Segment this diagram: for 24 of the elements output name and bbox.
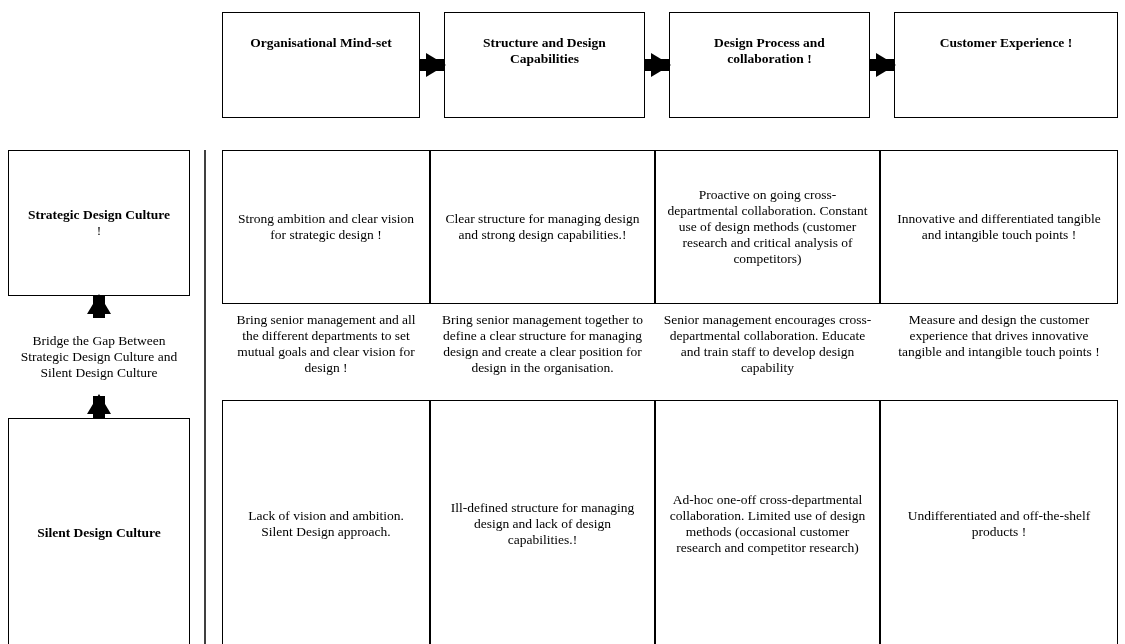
block-arrow [87,294,111,318]
column-header-box: Design Process and collaboration ! [669,12,870,118]
cell-text: Measure and design the customer experience that drives innovative tangible and intangible touch points ! [897,312,1101,360]
table-cell: Lack of vision and ambition. Silent Design approach. [222,400,430,644]
block-arrow [870,53,896,77]
table-cell: Clear structure for managing design and strong design capabilities.! [430,150,655,304]
column-header-box: Organisational Mind-set [222,12,420,118]
table-cell: Ill-defined structure for managing design and lack of design capabilities.! [430,400,655,644]
block-arrow [87,394,111,418]
cell-text: Senior management encourages cross-departmental collaboration. Educate and train staff to develop design capability [662,312,873,376]
cell-text: Bring senior management and all the different departments to set mutual goals and clear vision for design ! [235,312,417,376]
cell-text: Bring senior management together to define a clear structure for managing design and create a clear position for design in the organisation. [441,312,644,376]
row-heading-box: Silent Design Culture [8,418,190,644]
row-heading-box: Strategic Design Culture ! [8,150,190,296]
block-arrow [420,53,446,77]
table-cell: Undifferentiated and off-the-shelf products ! [880,400,1118,644]
bridge-text: Bridge the Gap Between Strategic Design Culture and Silent Design Culture [8,318,190,396]
table-cell: Proactive on going cross-departmental collaboration. Constant use of design methods (customer research and critical analysis of competitors) [655,150,880,304]
column-header-box: Customer Experience ! [894,12,1118,118]
table-cell: Strong ambition and clear vision for strategic design ! [222,150,430,304]
table-cell: Innovative and differentiated tangible and intangible touch points ! [880,150,1118,304]
table-cell: Ad-hoc one-off cross-departmental collaboration. Limited use of design methods (occasional customer research and competitor research) [655,400,880,644]
block-arrow [645,53,671,77]
column-header-box: Structure and Design Capabilities [444,12,645,118]
